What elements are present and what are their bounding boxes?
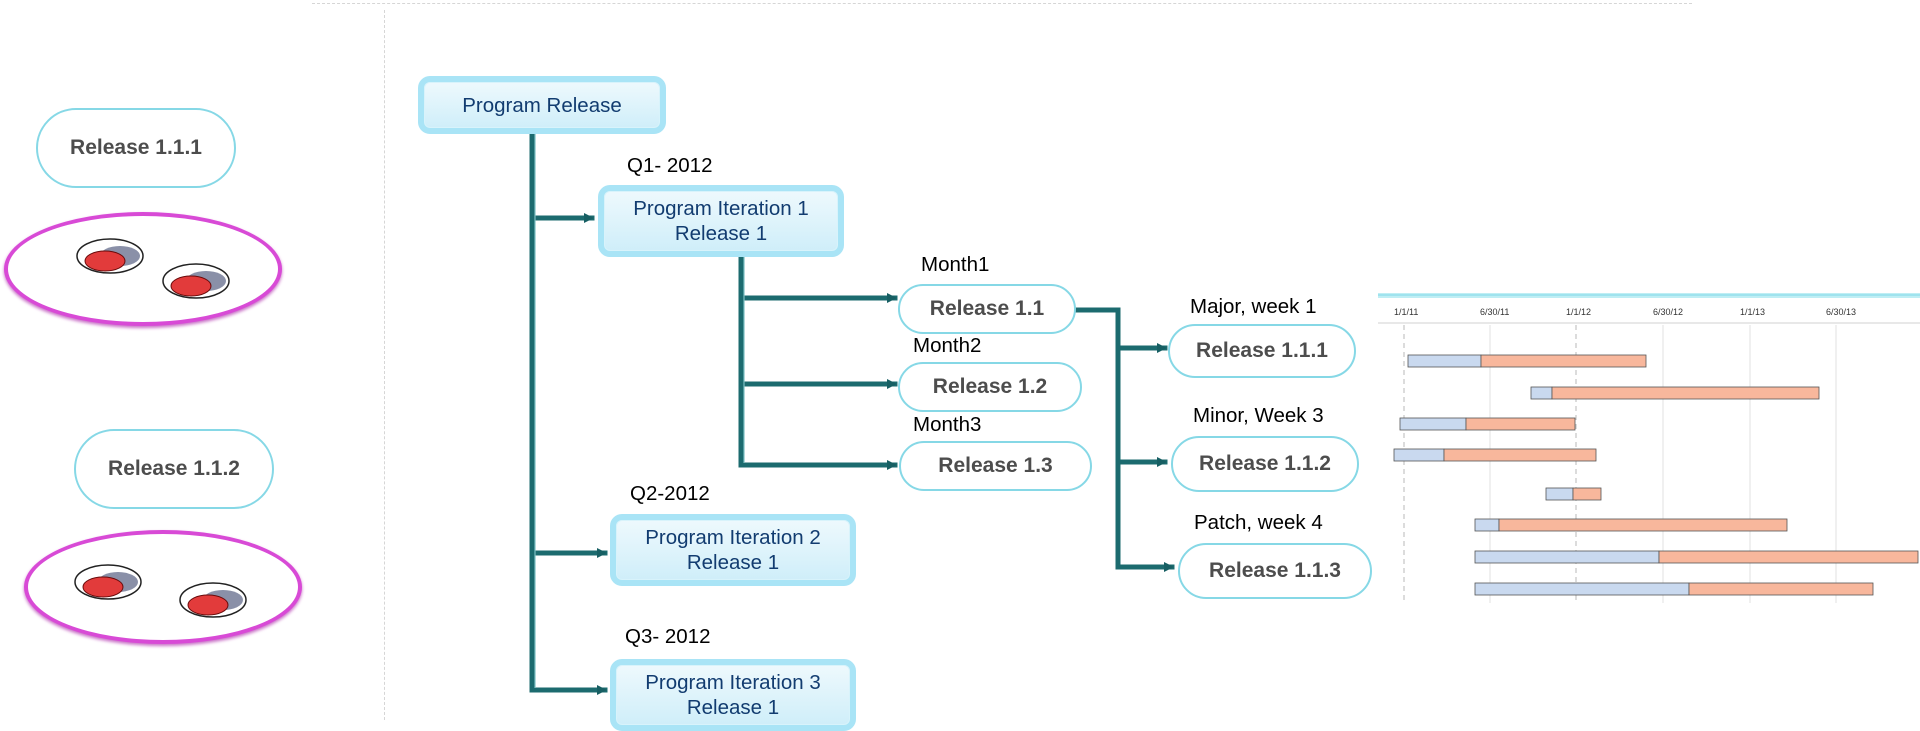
iteration-3-line2: Release 1 <box>686 696 780 719</box>
week-label-minor: Minor, Week 3 <box>1193 404 1324 427</box>
gantt-axis-label: 1/1/12 <box>1566 307 1591 317</box>
gantt-axis-label: 6/30/11 <box>1480 307 1509 317</box>
gantt-chart: 1/1/11 6/30/11 1/1/12 6/30/12 1/1/13 6/30/13 <box>1378 293 1920 603</box>
iteration-1-line2: Release 1 <box>674 222 768 245</box>
legend-release-1-1-1: Release 1.1.1 <box>36 108 236 188</box>
gantt-bar-complete <box>1474 582 1690 596</box>
gantt-bar-complete <box>1530 386 1553 400</box>
team-members-icon <box>76 238 230 299</box>
release-1-2-label: Release 1.2 <box>932 375 1048 398</box>
release-1-3-label: Release 1.3 <box>938 454 1053 477</box>
gantt-bar-remaining <box>1658 550 1919 564</box>
program-iteration-3-box: Program Iteration 3 Release 1 <box>610 659 856 731</box>
release-1-3-box: Release 1.3 <box>899 441 1092 491</box>
week-label-major: Major, week 1 <box>1190 295 1317 318</box>
gantt-bar-remaining <box>1572 487 1602 501</box>
gantt-bar-remaining <box>1688 582 1874 596</box>
top-guide-line <box>312 3 1692 4</box>
program-release-box: Program Release <box>418 76 666 134</box>
gantt-axis: 1/1/11 6/30/11 1/1/12 6/30/12 1/1/13 6/30/13 <box>1394 307 1856 317</box>
release-1-1-2-box: Release 1.1.2 <box>1171 436 1359 492</box>
release-1-1-1-box: Release 1.1.1 <box>1168 324 1356 378</box>
gantt-bars <box>1393 354 1919 596</box>
gantt-bar-complete <box>1399 417 1467 431</box>
gantt-bar-remaining <box>1465 417 1576 431</box>
release-1-1-3-box: Release 1.1.3 <box>1178 543 1372 599</box>
gantt-bar-remaining <box>1498 518 1788 532</box>
release-1-1-box: Release 1.1 <box>898 284 1076 334</box>
iteration-3-line1: Program Iteration 3 <box>645 671 821 694</box>
gantt-axis-label: 6/30/13 <box>1826 307 1856 317</box>
gantt-bar-complete <box>1407 354 1482 368</box>
gantt-bar-remaining <box>1480 354 1647 368</box>
month-label-3: Month3 <box>913 413 982 436</box>
release-1-1-3-label: Release 1.1.3 <box>1209 559 1341 582</box>
iteration-2-line1: Program Iteration 2 <box>645 526 821 549</box>
gantt-axis-label: 1/1/11 <box>1394 307 1418 317</box>
gantt-axis-label: 6/30/12 <box>1653 307 1683 317</box>
release-1-1-label: Release 1.1 <box>929 297 1045 320</box>
quarter-label-2: Q2-2012 <box>630 482 710 505</box>
legend-release-1-1-2-label: Release 1.1.2 <box>108 457 240 480</box>
month-label-1: Month1 <box>921 253 990 276</box>
gantt-bar-complete <box>1474 518 1500 532</box>
gantt-axis-label: 1/1/13 <box>1740 307 1765 317</box>
iteration-2-line2: Release 1 <box>686 551 780 574</box>
legend-release-1-1-1-label: Release 1.1.1 <box>70 136 202 159</box>
program-iteration-1-box: Program Iteration 1 Release 1 <box>598 185 844 257</box>
release-1-1-1-label: Release 1.1.1 <box>1196 339 1328 362</box>
left-guide-line <box>384 10 385 720</box>
team-group-ellipse-1 <box>4 212 282 326</box>
iteration-1-line1: Program Iteration 1 <box>633 197 809 220</box>
gantt-bar-complete <box>1393 448 1445 462</box>
quarter-label-1: Q1- 2012 <box>627 154 713 177</box>
legend-release-1-1-2: Release 1.1.2 <box>74 429 274 509</box>
release-1-1-2-label: Release 1.1.2 <box>1199 452 1331 475</box>
program-release-label: Program Release <box>462 93 622 117</box>
gantt-bar-remaining <box>1551 386 1820 400</box>
quarter-label-3: Q3- 2012 <box>625 625 711 648</box>
gantt-bar-complete <box>1545 487 1574 501</box>
week-label-patch: Patch, week 4 <box>1194 511 1323 534</box>
gantt-bar-complete <box>1474 550 1660 564</box>
gantt-bar-remaining <box>1443 448 1597 462</box>
program-iteration-2-box: Program Iteration 2 Release 1 <box>610 514 856 586</box>
team-members-icon <box>74 564 247 618</box>
release-1-2-box: Release 1.2 <box>898 362 1082 412</box>
month-label-2: Month2 <box>913 334 982 357</box>
team-group-ellipse-2 <box>24 530 302 644</box>
